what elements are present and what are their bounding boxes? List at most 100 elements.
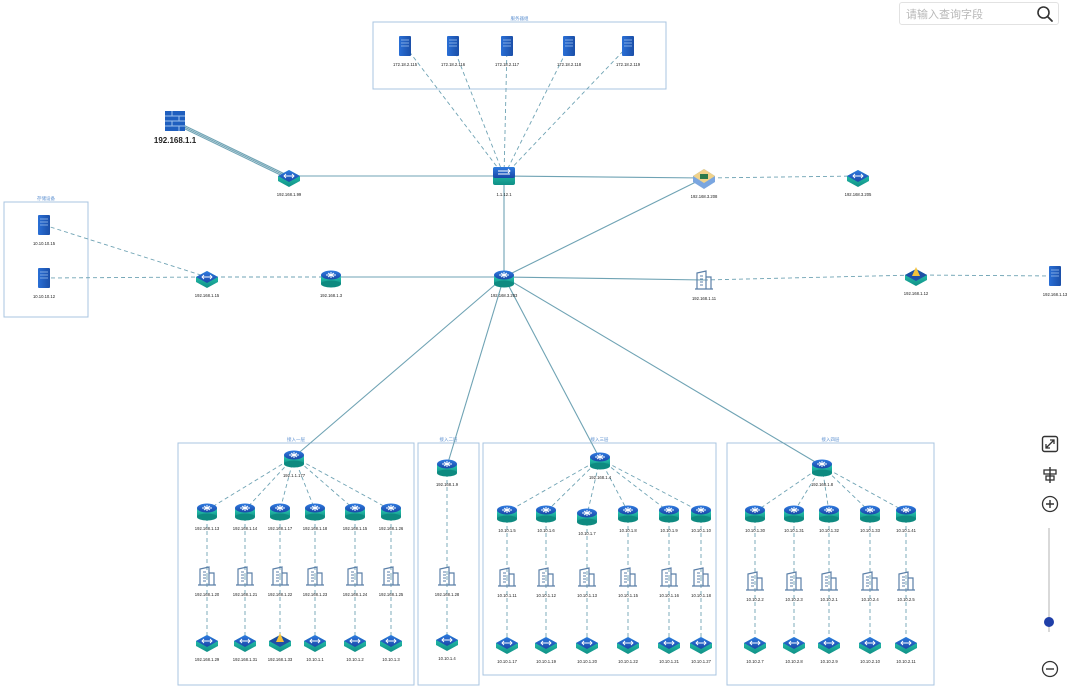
node-d_b1[interactable]: 10.10.2.2 — [746, 571, 764, 602]
search-input[interactable] — [900, 3, 1038, 26]
node-a_b3[interactable]: 192.168.1.22 — [268, 566, 293, 597]
node-gd[interactable]: 192.168.1.8 — [811, 459, 834, 488]
align-button[interactable] — [1037, 462, 1063, 488]
zoom-in-button[interactable] — [1037, 491, 1063, 517]
link-ga-a_r6[interactable] — [293, 456, 392, 511]
link-fw-sw99[interactable] — [177, 123, 293, 180]
link-srv5-core1[interactable] — [503, 45, 629, 177]
zoom-slider-thumb[interactable] — [1044, 616, 1054, 627]
node-d_s2[interactable]: 10.10.2.8 — [783, 637, 805, 664]
node-ga[interactable]: 192.1.1.177 — [283, 450, 306, 479]
node-d_s1[interactable]: 10.10.2.7 — [744, 637, 766, 664]
link-gc-c_r1[interactable] — [506, 458, 601, 513]
link-core-gb[interactable] — [446, 276, 505, 467]
node-d_s3[interactable]: 10.10.2.9 — [818, 637, 840, 664]
node-a_b2[interactable]: 192.168.1.21 — [233, 566, 258, 597]
node-a_r1[interactable]: 192.168.1.13 — [195, 503, 220, 532]
node-core1[interactable]: 1.1.12.1 — [493, 167, 515, 197]
node-d_s4[interactable]: 10.10.2.10 — [859, 637, 881, 664]
link-ga-a_r1[interactable] — [206, 456, 295, 511]
node-d_b3[interactable]: 10.10.2.1 — [820, 571, 838, 602]
node-a_r4[interactable]: 192.168.1.18 — [303, 503, 328, 532]
node-n208[interactable]: 192.168.3.208 — [691, 169, 718, 199]
node-a_r5[interactable]: 192.168.1.15 — [343, 503, 368, 532]
node-srv3[interactable]: 172.18.2.117 — [495, 36, 520, 67]
node-d_b5[interactable]: 10.10.2.5 — [897, 571, 915, 602]
link-core-gc[interactable] — [503, 276, 601, 460]
node-a_b4[interactable]: 192.168.1.23 — [303, 566, 328, 597]
node-n205[interactable]: 192.168.3.205 — [845, 170, 872, 197]
node-d_b2[interactable]: 10.10.2.3 — [785, 571, 803, 602]
zoom-slider-track[interactable] — [1048, 528, 1050, 632]
link-fw-sw99[interactable] — [174, 120, 290, 177]
node-a_b6[interactable]: 192.168.1.25 — [379, 566, 404, 597]
node-a_r2[interactable]: 192.168.1.14 — [233, 503, 258, 532]
node-gc[interactable]: 192.168.1.4 — [589, 452, 612, 481]
link-w12-s13[interactable] — [915, 274, 1056, 277]
link-b11-w12[interactable] — [703, 274, 917, 281]
node-sw15[interactable]: 192.168.1.15 — [195, 271, 220, 298]
node-srv1[interactable]: 172.18.2.115 — [393, 36, 418, 67]
link-core-ga[interactable] — [293, 276, 505, 458]
link-srv2-core1[interactable] — [452, 45, 505, 177]
link-core1-n208[interactable] — [503, 175, 705, 179]
link-gd-d_r1[interactable] — [754, 465, 823, 513]
node-r3[interactable]: 192.168.1.3 — [320, 270, 343, 299]
node-b_b1[interactable]: 192.168.1.28 — [435, 566, 460, 597]
link-ga-a_r2[interactable] — [244, 456, 295, 511]
link-n208-n205[interactable] — [703, 175, 859, 179]
node-c_b3[interactable]: 10.10.1.13 — [577, 567, 598, 598]
node-a_s6[interactable]: 10.10.1.3 — [380, 635, 402, 662]
node-d_r3[interactable]: 10.10.1.32 — [819, 505, 840, 534]
node-srv5[interactable]: 172.18.2.119 — [616, 36, 641, 67]
link-ls12-sw15[interactable] — [43, 276, 208, 279]
link-gc-c_r6[interactable] — [599, 458, 702, 513]
node-w12[interactable]: 192.168.1.12 — [904, 267, 929, 296]
node-c_b4[interactable]: 10.10.1.15 — [618, 567, 639, 598]
node-fw[interactable]: 192.168.1.1 — [154, 111, 197, 145]
node-b_s1[interactable]: 10.10.1.4 — [436, 634, 458, 661]
node-d_r2[interactable]: 10.10.1.31 — [784, 505, 805, 534]
link-fw-sw99[interactable] — [180, 126, 296, 183]
node-c_s2[interactable]: 10.10.1.19 — [535, 637, 557, 664]
node-a_s5[interactable]: 10.10.1.2 — [344, 635, 366, 662]
node-b11[interactable]: 192.168.1.11 — [692, 270, 717, 301]
link-srv4-core1[interactable] — [503, 45, 570, 177]
node-srv2[interactable]: 172.18.2.116 — [441, 36, 466, 67]
fullscreen-button[interactable] — [1037, 431, 1063, 457]
node-c_b6[interactable]: 10.10.1.18 — [691, 567, 712, 598]
link-gc-c_r2[interactable] — [545, 458, 601, 513]
node-c_r6[interactable]: 10.10.1.10 — [691, 505, 712, 534]
node-c_b5[interactable]: 10.10.1.16 — [659, 567, 680, 598]
node-core[interactable]: 192.168.3.203 — [491, 270, 518, 299]
node-c_r3[interactable]: 10.10.1.7 — [577, 508, 597, 537]
node-ls12[interactable]: 10.10.10.12 — [33, 268, 56, 299]
link-gd-d_r5[interactable] — [821, 465, 907, 513]
node-c_s5[interactable]: 10.10.1.21 — [658, 637, 680, 664]
node-a_b5[interactable]: 192.168.1.24 — [343, 566, 368, 597]
link-n208-core[interactable] — [503, 177, 705, 278]
node-c_r4[interactable]: 10.10.1.8 — [618, 505, 638, 534]
node-d_b4[interactable]: 10.10.2.4 — [861, 571, 879, 602]
node-a_s1[interactable]: 192.168.1.29 — [195, 635, 220, 662]
node-c_r2[interactable]: 10.10.1.6 — [536, 505, 556, 534]
node-c_s6[interactable]: 10.10.1.27 — [690, 637, 712, 664]
node-ls15[interactable]: 10.10.10.15 — [33, 215, 56, 246]
node-a_s2[interactable]: 192.168.1.31 — [233, 635, 258, 662]
node-a_r3[interactable]: 192.168.1.17 — [268, 503, 293, 532]
node-d_r1[interactable]: 10.10.1.30 — [745, 505, 766, 534]
zoom-out-button[interactable] — [1037, 656, 1063, 682]
node-s13[interactable]: 192.168.1.13 — [1043, 266, 1068, 297]
node-a_r6[interactable]: 192.168.1.26 — [379, 503, 404, 532]
node-srv4[interactable]: 172.18.2.118 — [557, 36, 582, 67]
node-gb[interactable]: 192.168.1.9 — [436, 459, 459, 488]
node-c_r5[interactable]: 10.10.1.9 — [659, 505, 679, 534]
node-a_s4[interactable]: 10.10.1.1 — [304, 635, 326, 662]
link-srv3-core1[interactable] — [503, 45, 508, 177]
node-c_s3[interactable]: 10.10.1.20 — [576, 637, 598, 664]
node-d_r4[interactable]: 10.10.1.33 — [860, 505, 881, 534]
node-sw99[interactable]: 192.168.1.99 — [277, 170, 302, 197]
search-button[interactable] — [1036, 5, 1054, 23]
node-a_b1[interactable]: 192.168.1.20 — [195, 566, 220, 597]
